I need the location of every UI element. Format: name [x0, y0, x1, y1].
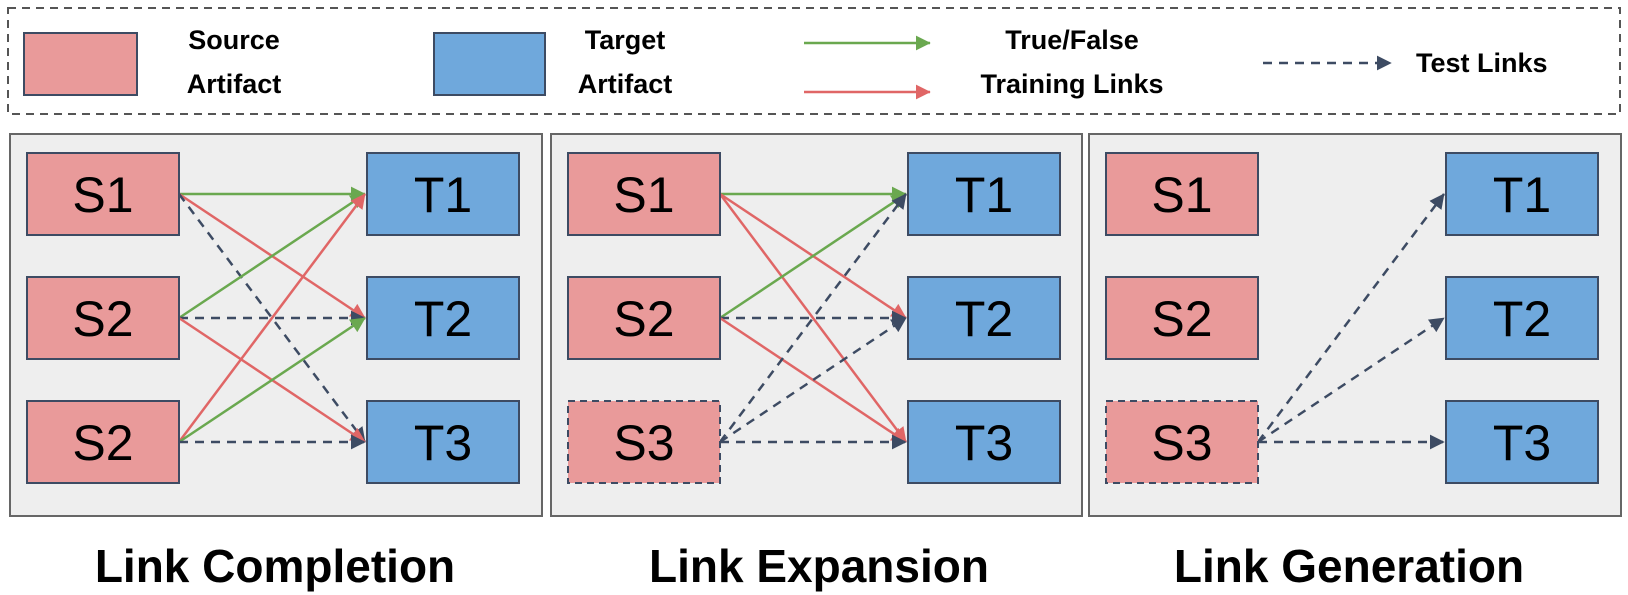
link-group [1257, 193, 1445, 450]
target-artifact-box [366, 152, 520, 236]
target-artifact-box [366, 276, 520, 360]
source-artifact-box [1105, 400, 1259, 484]
target-artifact-label: T1 [955, 167, 1013, 223]
source-artifact-box [26, 276, 180, 360]
source-artifact-box [567, 400, 721, 484]
panel-caption: Link Completion [95, 540, 455, 592]
target-artifact-box [1445, 276, 1599, 360]
source-artifact-label: S2 [1151, 291, 1212, 347]
false-link-arrow [719, 316, 907, 444]
legend-links-line1: True/False [1005, 25, 1139, 55]
source-artifact-label: S2 [72, 415, 133, 471]
target-artifact-label: T1 [1493, 167, 1551, 223]
target-artifact-box [366, 400, 520, 484]
legend-source-line1: Source [188, 25, 280, 55]
target-artifact-label: T3 [955, 415, 1013, 471]
legend-links-line2: Training Links [980, 69, 1163, 99]
test-link-arrow [178, 193, 366, 443]
target-artifact-box [1445, 152, 1599, 236]
legend-source-line2: Artifact [187, 69, 282, 99]
source-artifact-box [26, 400, 180, 484]
source-artifact-label: S3 [1151, 415, 1212, 471]
test-link-arrow [719, 193, 907, 443]
target-artifact-label: T3 [414, 415, 472, 471]
true-link-arrow [719, 192, 907, 320]
panel-caption: Link Generation [1174, 540, 1524, 592]
source-artifact-label: S1 [72, 167, 133, 223]
target-artifact-box [907, 400, 1061, 484]
target-artifact-box [907, 276, 1061, 360]
false-link-arrow [719, 193, 907, 443]
legend-target-swatch [433, 32, 546, 96]
source-artifact-label: S1 [613, 167, 674, 223]
target-artifact-label: T3 [1493, 415, 1551, 471]
test-link-arrow [719, 316, 907, 444]
target-artifact-box [907, 152, 1061, 236]
source-artifact-box [1105, 276, 1259, 360]
legend-test-links-label: Test Links [1416, 48, 1548, 78]
source-artifact-label: S3 [613, 415, 674, 471]
false-link-arrow [178, 193, 366, 443]
source-artifact-box [567, 276, 721, 360]
panel-caption: Link Expansion [649, 540, 989, 592]
source-artifact-label: S2 [72, 291, 133, 347]
target-artifact-label: T2 [955, 291, 1013, 347]
source-artifact-box [1105, 152, 1259, 236]
legend: Source Artifact Target Artifact True/Fal… [7, 7, 1621, 115]
source-artifact-box [26, 152, 180, 236]
target-artifact-label: T2 [1493, 291, 1551, 347]
legend-target-line1: Target [585, 25, 666, 55]
source-artifact-box [567, 152, 721, 236]
link-group [719, 186, 907, 450]
legend-border [7, 7, 1621, 115]
link-group [178, 186, 366, 450]
true-link-arrow [178, 192, 366, 320]
target-artifact-label: T2 [414, 291, 472, 347]
target-artifact-label: T1 [414, 167, 472, 223]
source-artifact-label: S2 [613, 291, 674, 347]
legend-target-line2: Artifact [578, 69, 673, 99]
true-link-arrow [178, 316, 366, 444]
test-link-arrow [1257, 316, 1445, 444]
source-artifact-label: S1 [1151, 167, 1212, 223]
legend-source-swatch [23, 32, 138, 96]
test-link-arrow [1257, 193, 1445, 443]
target-artifact-box [1445, 400, 1599, 484]
